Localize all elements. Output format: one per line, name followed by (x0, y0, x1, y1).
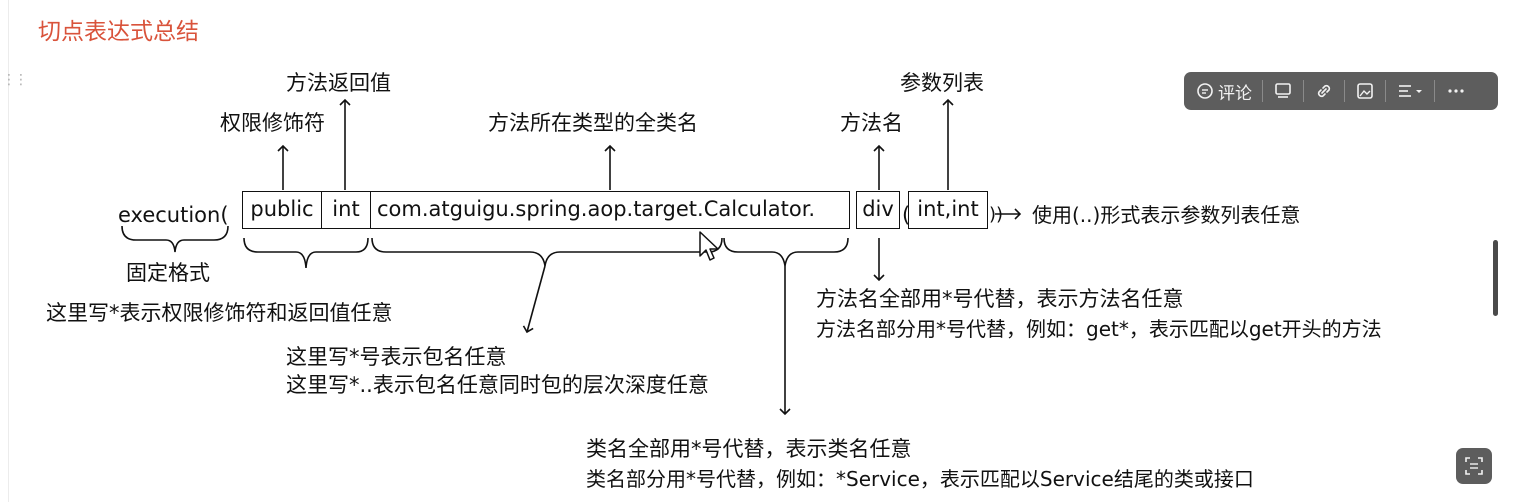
label-fixed-format: 固定格式 (126, 261, 210, 285)
label-modifier: 权限修饰符 (220, 111, 325, 135)
expr-keyword: execution( (118, 203, 229, 227)
expr-modifier-box: public (242, 191, 322, 229)
link-button[interactable] (1308, 76, 1340, 106)
card-icon (1275, 83, 1291, 98)
label-star-package-1: 这里写*号表示包名任意 (286, 345, 507, 369)
toolbar-divider (1262, 80, 1263, 102)
label-star-modifier-return: 这里写*表示权限修饰符和返回值任意 (46, 301, 393, 325)
scan-icon (1465, 457, 1483, 475)
comment-label: 评论 (1218, 83, 1252, 104)
image-icon (1357, 83, 1373, 99)
label-param-list: 参数列表 (900, 71, 984, 95)
toolbar-divider (1303, 80, 1304, 102)
block-toolbar: 评论 (1184, 72, 1498, 110)
mouse-cursor-icon (699, 231, 719, 261)
label-method-name: 方法名 (840, 111, 903, 135)
image-button[interactable] (1349, 76, 1381, 106)
label-method-star-1: 方法名全部用*号代替，表示方法名任意 (816, 287, 1184, 311)
vertical-scrollbar[interactable] (1493, 240, 1498, 316)
expr-method-box: div (856, 191, 900, 229)
label-return-value: 方法返回值 (286, 71, 391, 95)
drag-handle-icon[interactable]: ⋮⋮ (2, 72, 28, 88)
toolbar-divider (1344, 80, 1345, 102)
label-param-any: 使用(..)形式表示参数列表任意 (1032, 203, 1301, 227)
toolbar-divider (1434, 80, 1435, 102)
comment-icon (1197, 83, 1213, 99)
brace-package (371, 237, 723, 267)
label-class-star-2: 类名部分用*号代替，例如：*Service，表示匹配以Service结尾的类或接… (586, 467, 1254, 491)
link-icon (1317, 84, 1331, 98)
more-button[interactable] (1439, 76, 1473, 106)
page-title: 切点表达式总结 (38, 19, 199, 45)
card-view-button[interactable] (1267, 76, 1299, 106)
brace-fixed-format (121, 225, 229, 253)
comment-button[interactable]: 评论 (1190, 76, 1258, 106)
more-icon (1448, 89, 1464, 93)
toolbar-divider (1385, 80, 1386, 102)
brace-modifier-return (243, 237, 369, 269)
scan-button[interactable] (1456, 448, 1492, 484)
expr-params-open: ( (902, 203, 911, 227)
label-star-package-2: 这里写*..表示包名任意同时包的层次深度任意 (286, 373, 709, 397)
arrow-package (522, 265, 546, 334)
label-class-star-1: 类名全部用*号代替，表示类名任意 (586, 437, 912, 461)
expr-return-box: int (321, 191, 371, 229)
align-button[interactable] (1390, 76, 1430, 106)
expr-params-box: int,int (908, 191, 988, 229)
expr-class-box: com.atguigu.spring.aop.target.Calculator… (370, 191, 850, 229)
expr-close: )) (989, 204, 1004, 225)
align-icon (1399, 85, 1422, 97)
left-gutter-line (8, 0, 9, 502)
label-full-class: 方法所在类型的全类名 (488, 111, 698, 135)
label-method-star-2: 方法名部分用*号代替，例如：get*，表示匹配以get开头的方法 (816, 317, 1382, 341)
brace-class (723, 237, 849, 267)
